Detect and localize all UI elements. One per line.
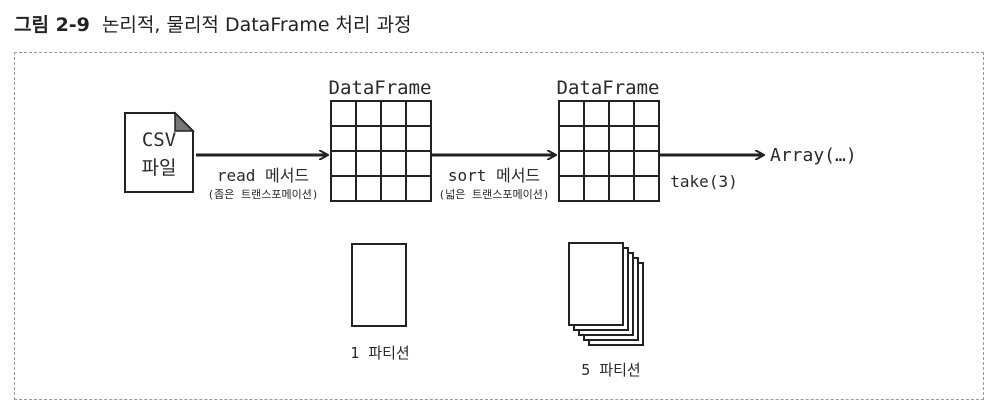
figure-number: 그림 2-9	[14, 14, 90, 36]
csv-file-icon	[124, 111, 195, 193]
partition-right-label: 5 파티션	[581, 361, 640, 379]
read-method-sublabel: (좁은 트랜스포메이션)	[208, 188, 319, 201]
dataframe-2-label: DataFrame	[557, 77, 660, 99]
dataframe-1-grid	[330, 100, 432, 202]
read-method-label: read 메서드	[217, 166, 309, 185]
partition-page	[351, 243, 407, 327]
partition-stack	[568, 242, 644, 346]
sort-method-sublabel: (넓은 트랜스포메이션)	[439, 188, 550, 201]
take-label: take(3)	[670, 172, 737, 191]
figure-title: 논리적, 물리적 DataFrame 처리 과정	[101, 14, 412, 36]
dataframe-1-label: DataFrame	[329, 77, 432, 99]
sort-method-label: sort 메서드	[448, 166, 540, 185]
csv-file-sublabel: 파일	[142, 157, 177, 179]
dataframe-2-grid	[558, 100, 660, 202]
partition-page	[568, 242, 624, 326]
csv-file-label: CSV	[142, 129, 176, 151]
figure-caption: 그림 2-9 논리적, 물리적 DataFrame 처리 과정	[14, 10, 412, 37]
diagram-frame	[14, 52, 984, 400]
result-array-label: Array(…)	[770, 145, 857, 166]
partition-left-label: 1 파티션	[350, 344, 409, 362]
